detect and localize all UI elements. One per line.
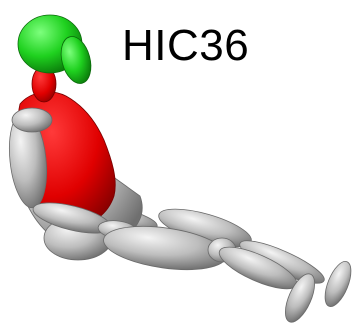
left-shoulder — [12, 108, 52, 132]
right-foot — [320, 258, 355, 310]
head — [18, 15, 96, 87]
hic36-label: HIC36 — [122, 20, 249, 72]
